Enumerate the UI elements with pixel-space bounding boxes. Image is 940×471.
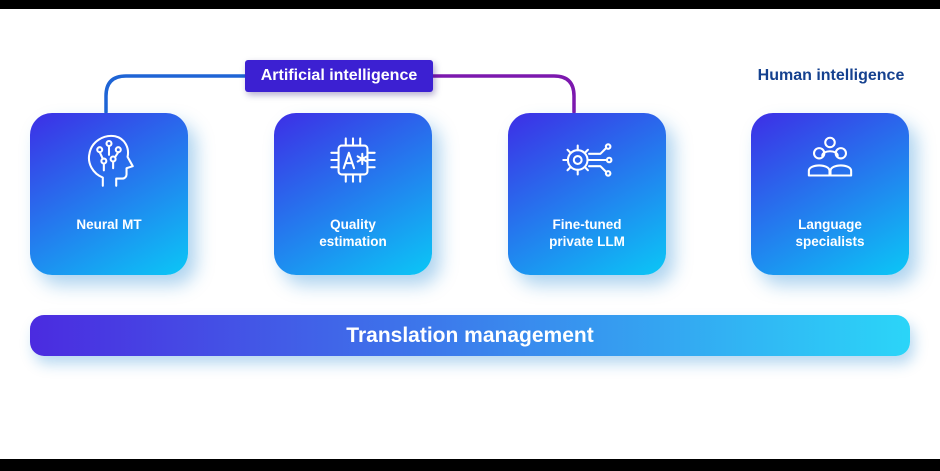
top-letterbox-bar: [0, 0, 940, 9]
card-label-fine-tuned-private-llm: Fine-tuned private LLM: [549, 217, 625, 249]
connector-right-segment: [430, 74, 576, 114]
card-neural-mt: Neural MT: [30, 113, 188, 275]
translation-chip-icon: [320, 127, 386, 193]
bottom-letterbox-bar: [0, 459, 940, 471]
card-fine-tuned-private-llm: Fine-tuned private LLM: [508, 113, 666, 275]
connector-left-segment: [104, 74, 248, 114]
translation-management-bar: Translation management: [30, 315, 910, 356]
card-quality-estimation: Quality estimation: [274, 113, 432, 275]
card-label-language-specialists: Language specialists: [795, 217, 865, 249]
card-language-specialists: Language specialists: [751, 113, 909, 275]
card-label-neural-mt: Neural MT: [76, 217, 142, 232]
artificial-intelligence-badge: Artificial intelligence: [245, 60, 433, 92]
card-label-quality-estimation: Quality estimation: [319, 217, 387, 249]
head-circuit-icon: [76, 127, 142, 193]
translation-management-label: Translation management: [346, 323, 594, 347]
human-intelligence-label: Human intelligence: [757, 67, 905, 84]
people-group-icon: [797, 127, 863, 193]
gear-circuit-icon: [554, 127, 620, 193]
artificial-intelligence-label: Artificial intelligence: [260, 67, 418, 84]
